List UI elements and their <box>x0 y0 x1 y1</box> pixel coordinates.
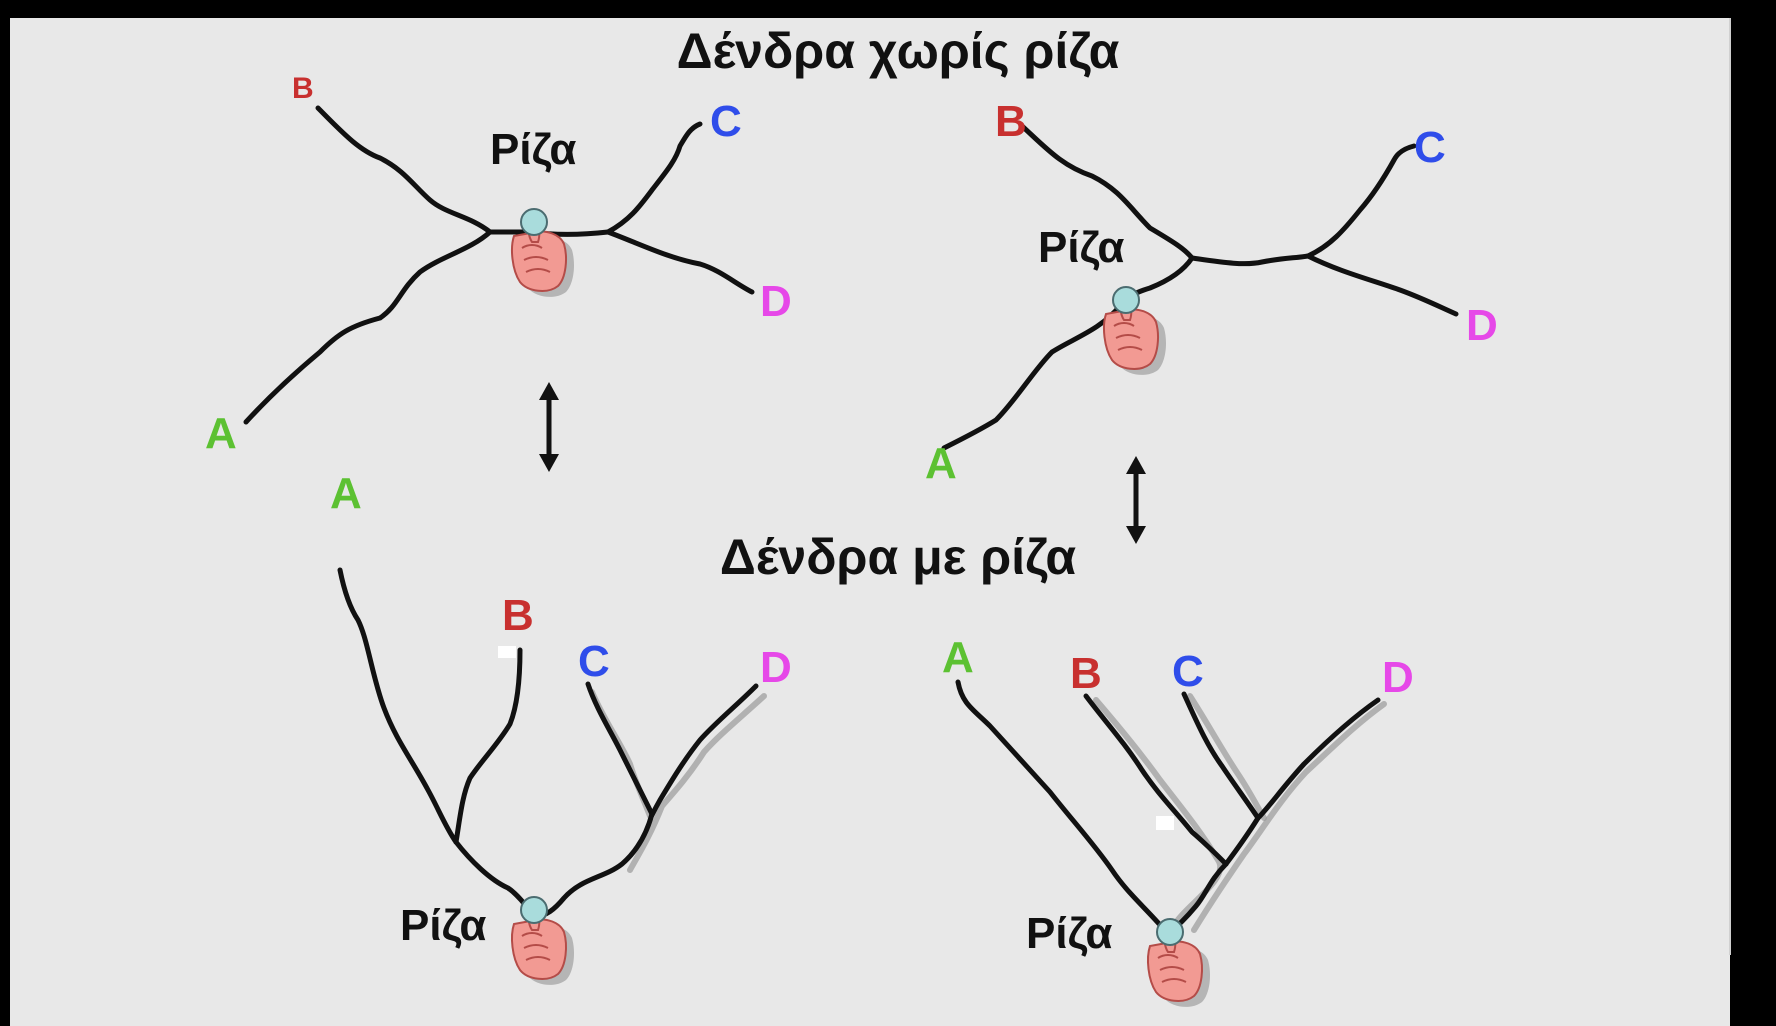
root-label: Ρίζα <box>490 125 576 174</box>
leaf-b-label: B <box>502 591 534 640</box>
rooted-trees-title: Δένδρα με ρίζα <box>720 529 1076 585</box>
leaf-b-label: B <box>1070 649 1102 698</box>
leaf-a-label: A <box>942 633 974 682</box>
branch-to-a <box>337 567 459 845</box>
branch-to-d <box>1305 253 1459 317</box>
leaf-c-label: C <box>1172 647 1204 696</box>
double-arrow-icon <box>1126 456 1146 544</box>
root-label: Ρίζα <box>400 901 486 950</box>
branch-to-b <box>315 105 493 235</box>
root-label: Ρίζα <box>1038 223 1124 272</box>
branch-to-b <box>1019 123 1195 261</box>
leaf-a-label: A <box>925 439 957 488</box>
leaf-b-label: B <box>292 72 314 105</box>
leaf-c-label: C <box>1414 123 1446 172</box>
branch-to-d <box>1255 697 1381 821</box>
branch-to-c <box>1181 691 1261 821</box>
unrooted-tree-right: Ρίζα A B C D <box>925 97 1498 488</box>
branch-center <box>1189 253 1311 267</box>
white-marker <box>498 646 516 658</box>
diagram-panel <box>10 18 1730 1026</box>
branch-to-b <box>1083 693 1229 867</box>
leaf-b-label: B <box>995 97 1027 146</box>
rooted-tree-left: Ρίζα A B C D <box>330 469 792 986</box>
unrooted-trees-title: Δένδρα χωρίς ρίζα <box>677 23 1120 79</box>
leaf-a-label: A <box>205 409 237 458</box>
leaf-d-label: D <box>1382 653 1414 702</box>
leaf-c-label: C <box>710 97 742 146</box>
double-arrow-icon <box>539 382 559 472</box>
leaf-d-label: D <box>1466 301 1498 350</box>
leaf-d-label: D <box>760 277 792 326</box>
branch-to-root-right <box>533 811 655 919</box>
leaf-d-label: D <box>760 643 792 692</box>
branch-to-a <box>941 303 1123 451</box>
rooted-tree-right: Ρίζα A B C D <box>942 633 1414 1008</box>
branch-to-b <box>453 647 523 845</box>
branch-to-c <box>1305 143 1417 259</box>
branch-to-a <box>955 679 1171 937</box>
white-marker <box>1156 816 1174 830</box>
branch-to-d <box>605 229 755 295</box>
root-label: Ρίζα <box>1026 909 1112 958</box>
branch-to-c <box>605 121 703 235</box>
unrooted-tree-left: Ρίζα A B C D <box>205 72 792 458</box>
branch-cd-to-bcd <box>1223 815 1261 867</box>
leaf-a-label: A <box>330 469 362 518</box>
branch-to-c <box>585 681 655 817</box>
branch-to-a <box>243 229 493 425</box>
leaf-c-label: C <box>578 637 610 686</box>
